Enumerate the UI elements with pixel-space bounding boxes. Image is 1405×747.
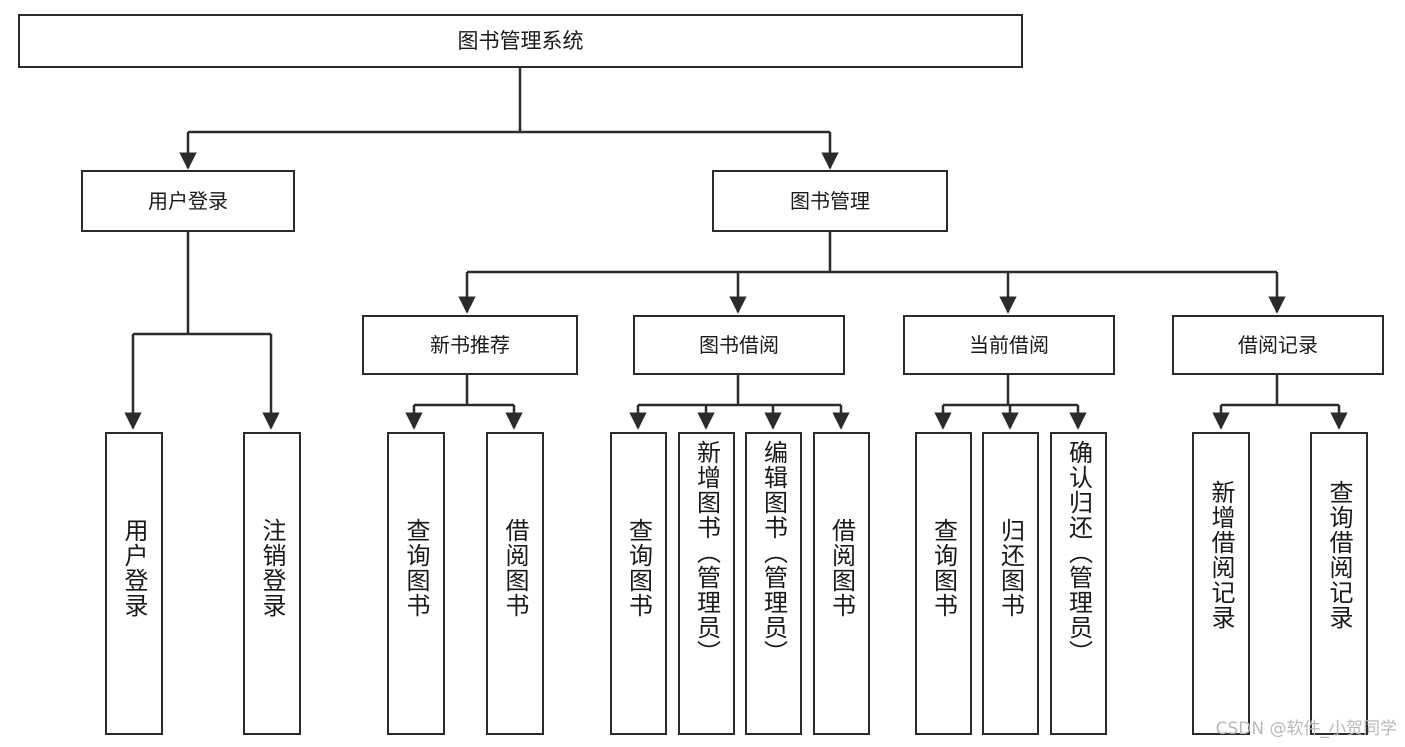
leaf-user-login[interactable]: 用户登录 [105, 432, 163, 735]
node-label: 借阅图书 [827, 518, 856, 618]
leaf-logout[interactable]: 注销登录 [243, 432, 301, 735]
node-label: 用户登录 [148, 188, 228, 213]
leaf-query-book-borrow[interactable]: 查询图书 [610, 432, 667, 735]
node-book-borrow[interactable]: 图书借阅 [633, 315, 845, 375]
leaf-add-book-admin[interactable]: 新增图书（管理员） [678, 432, 735, 735]
node-book-management[interactable]: 图书管理 [712, 170, 948, 232]
node-label: 查询图书 [402, 518, 430, 618]
node-label: 新书推荐 [430, 332, 510, 357]
node-label: 新增借阅记录 [1207, 480, 1235, 630]
node-user-login[interactable]: 用户登录 [81, 170, 295, 232]
node-label: 注销登录 [258, 518, 286, 618]
node-label: 用户登录 [120, 518, 148, 618]
node-label: 查询图书 [929, 518, 958, 618]
node-label: 当前借阅 [969, 332, 1049, 357]
node-label: 图书管理 [790, 188, 870, 213]
node-label: 图书管理系统 [457, 28, 584, 53]
leaf-confirm-return-admin[interactable]: 确认归还（管理员） [1050, 432, 1107, 735]
leaf-query-book-recommend[interactable]: 查询图书 [387, 432, 445, 735]
node-label: 确认归还（管理员） [1064, 440, 1093, 665]
node-new-book-recommend[interactable]: 新书推荐 [362, 315, 578, 375]
node-root-system[interactable]: 图书管理系统 [18, 14, 1023, 68]
node-label: 编辑图书（管理员） [759, 440, 788, 665]
leaf-query-borrow-record[interactable]: 查询借阅记录 [1310, 432, 1368, 735]
leaf-borrow-book-recommend[interactable]: 借阅图书 [486, 432, 544, 735]
node-current-borrow[interactable]: 当前借阅 [903, 315, 1115, 375]
leaf-return-book[interactable]: 归还图书 [982, 432, 1039, 735]
node-label: 查询图书 [624, 518, 653, 618]
node-label: 查询借阅记录 [1325, 480, 1353, 630]
node-label: 借阅记录 [1238, 332, 1318, 357]
leaf-edit-book-admin[interactable]: 编辑图书（管理员） [745, 432, 802, 735]
leaf-borrow-book[interactable]: 借阅图书 [813, 432, 870, 735]
node-label: 图书借阅 [699, 332, 779, 357]
leaf-query-book-current[interactable]: 查询图书 [915, 432, 972, 735]
watermark-text: CSDN @软件_小贺同学 [1215, 719, 1397, 739]
node-borrow-record[interactable]: 借阅记录 [1172, 315, 1384, 375]
node-label: 新增图书（管理员） [692, 440, 721, 665]
leaf-add-borrow-record[interactable]: 新增借阅记录 [1192, 432, 1250, 735]
node-label: 归还图书 [996, 518, 1025, 618]
node-label: 借阅图书 [501, 518, 529, 618]
